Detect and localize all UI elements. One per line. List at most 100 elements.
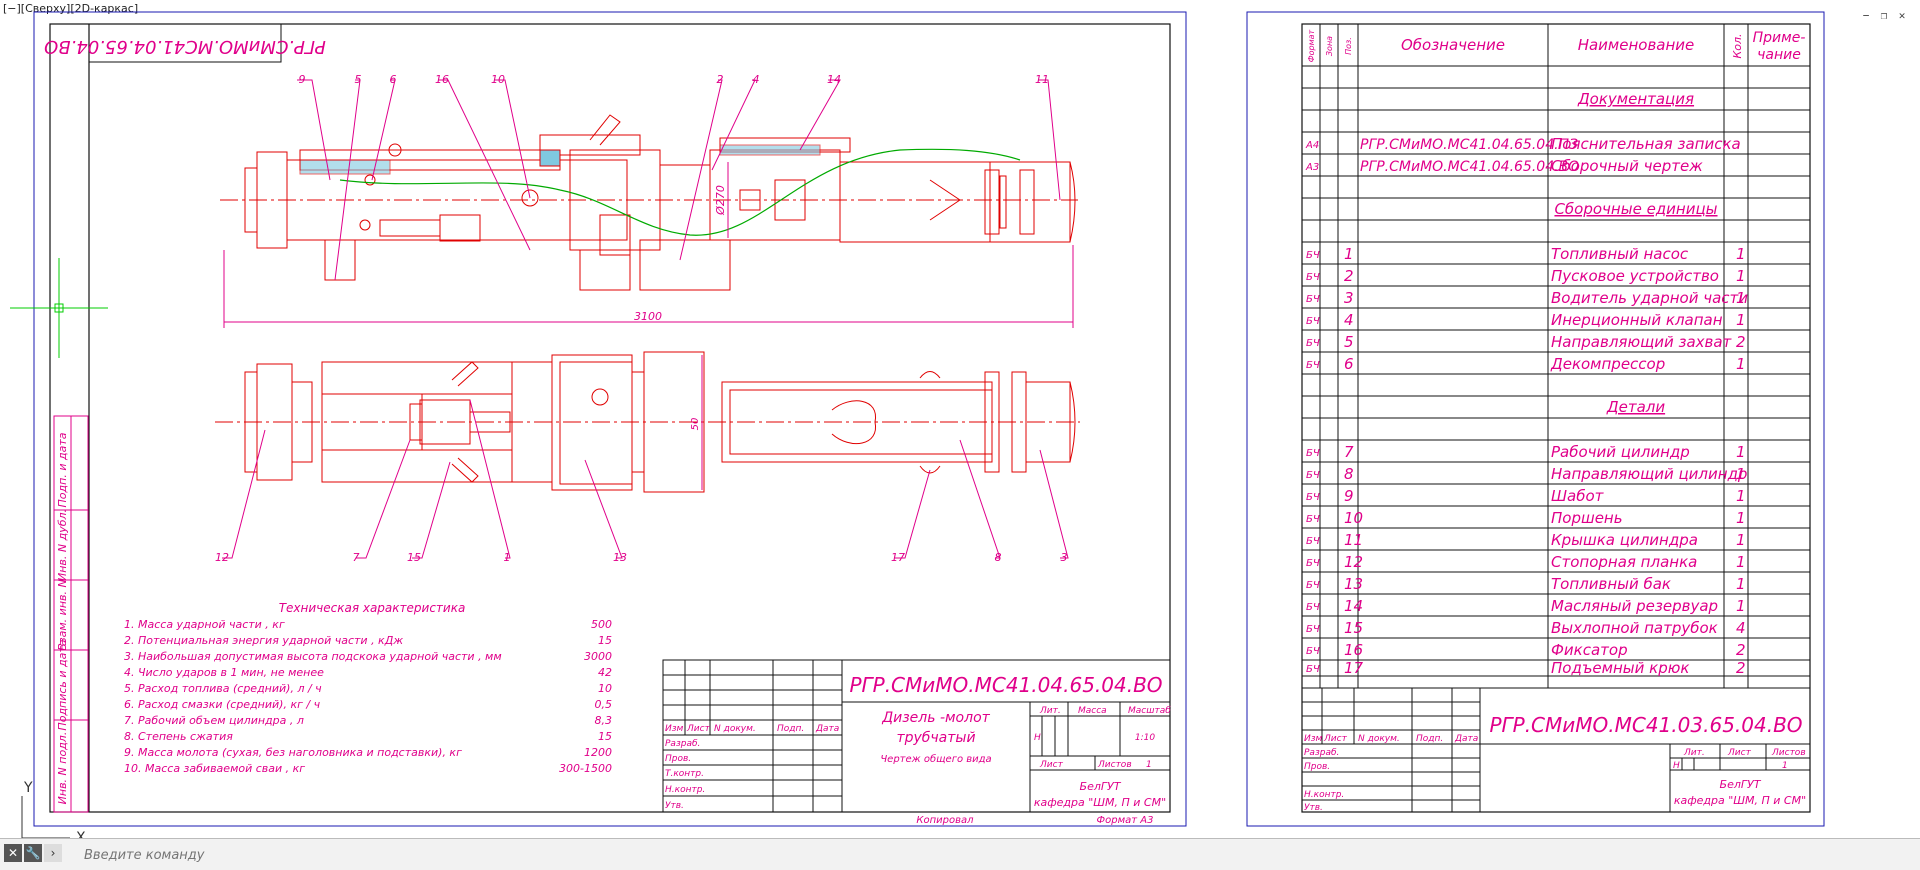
tb-hdr: Изм [665, 724, 684, 734]
row-pos: 16 [1344, 641, 1363, 659]
hammer-section-view [220, 114, 1078, 291]
drawing-name: трубчатый [896, 730, 975, 746]
row-format: БЧ [1306, 316, 1320, 327]
tb-role: Т.контр. [665, 769, 704, 779]
tb-sheets: Листов [1097, 760, 1132, 770]
col-note: чание [1757, 47, 1801, 63]
drawing-name: Дизель -молот [881, 710, 990, 726]
tb-hdr: Лист [1323, 734, 1348, 744]
row-name: Стопорная планка [1551, 553, 1697, 571]
side-label: Взам. инв. N [56, 579, 69, 650]
spec-value: 3000 [584, 650, 612, 663]
callout-leaders-bottom [222, 399, 1069, 559]
section-heading: Детали [1606, 398, 1665, 416]
row-format: БЧ [1306, 448, 1320, 459]
row-pos: 1 [1344, 245, 1354, 263]
callout-label: 5 [355, 73, 362, 86]
tb-role: Разраб. [665, 739, 700, 749]
tb-scale: Масштаб [1128, 706, 1171, 716]
row-format: БЧ [1306, 514, 1320, 525]
tb-org: кафедра "ШМ, П и СМ" [1674, 794, 1806, 807]
row-format: А4 [1305, 140, 1319, 151]
spec-table-headers: Формат Зона Поз. Обозначение Наименовани… [1307, 29, 1805, 63]
minimize-icon[interactable]: − [1862, 9, 1870, 22]
spec-value: 15 [598, 730, 612, 743]
row-qty: 4 [1736, 619, 1746, 637]
callout-label: 6 [390, 73, 397, 86]
title-block-2 [1302, 688, 1810, 812]
tb-sheets-value: 1 [1782, 761, 1788, 771]
spec-label: 7. Рабочий объем цилиндра , л [124, 714, 304, 727]
row-qty: 1 [1736, 267, 1746, 285]
spec-label: 9. Масса молота (сухая, без наголовника … [124, 746, 462, 759]
row-name: Фиксатор [1551, 641, 1628, 659]
section-heading: Сборочные единицы [1554, 200, 1717, 218]
row-qty: 1 [1736, 245, 1746, 263]
row-name: Сборочный чертеж [1551, 157, 1703, 175]
row-format: БЧ [1306, 360, 1320, 371]
row-name: Декомпрессор [1550, 355, 1665, 373]
row-pos: 14 [1344, 597, 1363, 615]
row-format: БЧ [1306, 664, 1320, 675]
tb-hdr: Подп. [777, 724, 804, 734]
spec-label: 3. Наибольшая допустимая высота подскока… [124, 650, 502, 663]
row-qty: 2 [1736, 659, 1746, 677]
tb-lit: Лит. [1683, 748, 1705, 758]
command-line: ✕ 🔧 › [0, 838, 1920, 870]
side-label: Подп. и дата [56, 432, 69, 507]
col-note: Приме- [1753, 30, 1806, 46]
drawing-canvas[interactable]: РГР.СМиМО.МС41.04.65.04.ВО Подп. и дата … [0, 0, 1920, 838]
dim-diameter-label: Ø270 [714, 185, 727, 216]
command-tools: ✕ 🔧 › [4, 844, 62, 862]
row-format: А3 [1305, 162, 1319, 173]
section-heading: Документация [1577, 90, 1694, 108]
close-icon[interactable]: ✕ [4, 844, 22, 862]
close-icon[interactable]: ✕ [1898, 9, 1906, 22]
row-pos: 4 [1344, 311, 1354, 329]
row-pos: 3 [1344, 289, 1354, 307]
row-name: Подъемный крюк [1551, 659, 1689, 677]
row-format: БЧ [1306, 338, 1320, 349]
callout-label: 12 [215, 551, 229, 564]
restore-icon[interactable]: ❐ [1880, 9, 1888, 22]
tb-sheets-value: 1 [1146, 760, 1152, 770]
command-input[interactable] [82, 845, 1906, 865]
row-qty: 1 [1736, 487, 1746, 505]
spec-value: 300-1500 [559, 762, 612, 775]
row-pos: 11 [1344, 531, 1363, 549]
row-name: Поршень [1551, 509, 1623, 527]
spec-label: 6. Расход смазки (средний), кг / ч [124, 698, 321, 711]
spec-code: РГР.СМиМО.МС41.03.65.04.ВО [1489, 713, 1802, 737]
tb-role: Утв. [665, 801, 684, 811]
tb-mass: Масса [1078, 706, 1107, 716]
row-name: Крышка цилиндра [1551, 531, 1698, 549]
row-qty: 1 [1736, 311, 1746, 329]
row-qty: 1 [1736, 553, 1746, 571]
tb-lit-value: Н [1673, 761, 1680, 771]
ucs-x-label: X [76, 830, 86, 838]
hammer-plan-view [215, 351, 1080, 493]
callout-label: 16 [435, 73, 449, 86]
row-qty: 1 [1736, 509, 1746, 527]
callout-label: 15 [407, 551, 421, 564]
tb-sheets: Листов [1771, 748, 1806, 758]
wrench-icon[interactable]: 🔧 [24, 844, 42, 862]
row-name: Направляющий захват [1551, 333, 1733, 351]
row-pos: 17 [1344, 659, 1364, 677]
callout-label: 2 [717, 73, 724, 86]
row-pos: 10 [1344, 509, 1363, 527]
prompt-icon[interactable]: › [44, 844, 62, 862]
callout-label: 1 [504, 551, 511, 564]
tb-org: БелГУТ [1080, 780, 1122, 793]
spec-rows: Документация А4 РГР.СМиМО.МС41.04.65.04.… [1305, 90, 1748, 677]
row-format: БЧ [1306, 602, 1320, 613]
tb-org: кафедра "ШМ, П и СМ" [1034, 796, 1166, 809]
sheet-2: Формат Зона Поз. Обозначение Наименовани… [1246, 11, 1825, 827]
spec-value: 15 [598, 634, 612, 647]
row-qty: 1 [1736, 289, 1746, 307]
tb-hdr: Подп. [1416, 734, 1443, 744]
spec-value: 500 [591, 618, 612, 631]
col-qty: Кол. [1731, 33, 1744, 58]
title-block-2-labels: Изм Лист N докум. Подп. Дата Разраб. Про… [1304, 734, 1806, 813]
callout-label: 10 [491, 73, 505, 86]
